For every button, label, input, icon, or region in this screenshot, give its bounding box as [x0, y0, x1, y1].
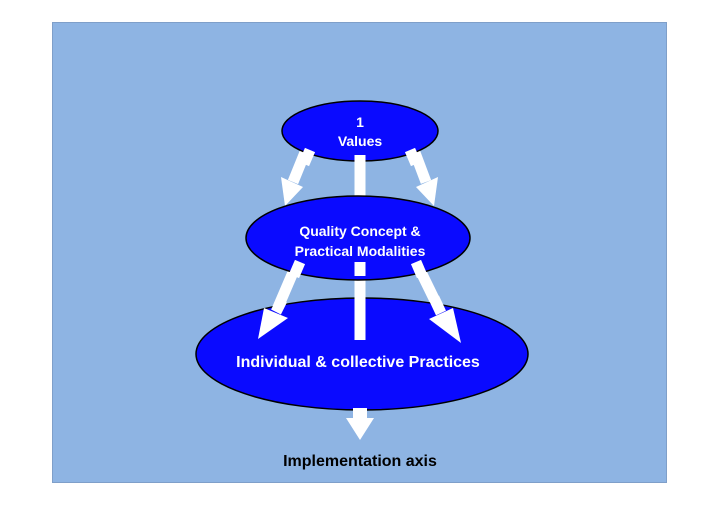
- practices-label: Individual & collective Practices: [236, 354, 480, 371]
- values-number: 1: [356, 114, 364, 130]
- quality-concept-line2: Practical Modalities: [295, 243, 426, 259]
- implementation-axis-label: Implementation axis: [283, 453, 437, 470]
- values-label: Values: [338, 133, 383, 149]
- quality-concept-ellipse: [245, 195, 471, 281]
- quality-concept-line1: Quality Concept &: [299, 223, 420, 239]
- implementation-axis-arrow: [346, 408, 374, 440]
